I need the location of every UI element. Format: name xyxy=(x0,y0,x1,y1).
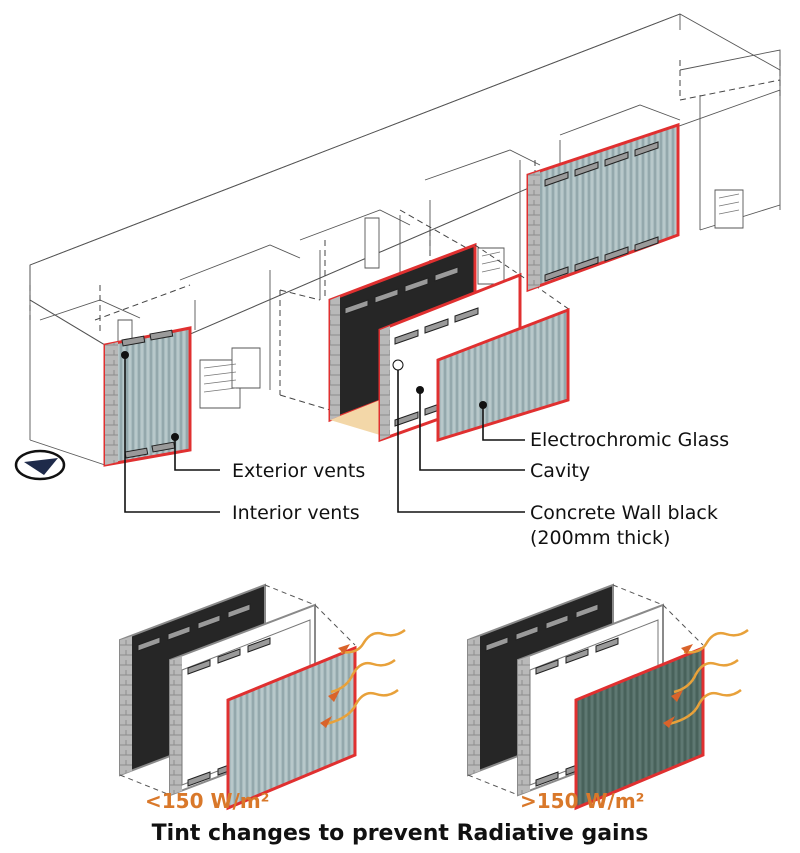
label-electrochromic-glass: Electrochromic Glass xyxy=(530,429,729,451)
label-interior-vents: Interior vents xyxy=(232,502,360,524)
diagram-caption: Tint changes to prevent Radiative gains xyxy=(152,821,649,846)
scenario-low-radiation xyxy=(119,583,406,811)
callout-dots xyxy=(121,351,487,441)
north-arrow-icon xyxy=(14,449,66,481)
condition-high: >150 W/m² xyxy=(520,789,644,813)
exploded-facade xyxy=(328,242,571,443)
label-exterior-vents: Exterior vents xyxy=(232,460,365,482)
label-concrete-wall: Concrete Wall black xyxy=(530,502,718,524)
scenario-high-radiation xyxy=(467,583,749,811)
facade-panel-left xyxy=(103,326,192,467)
heat-wave-arrow-icon xyxy=(325,628,406,726)
condition-low: <150 W/m² xyxy=(145,789,269,813)
facade-panel-right xyxy=(526,122,680,293)
label-concrete-thickness: (200mm thick) xyxy=(530,527,670,549)
heat-wave-arrow-icon xyxy=(668,628,749,726)
label-cavity: Cavity xyxy=(530,460,590,482)
callout-lines xyxy=(124,355,525,513)
